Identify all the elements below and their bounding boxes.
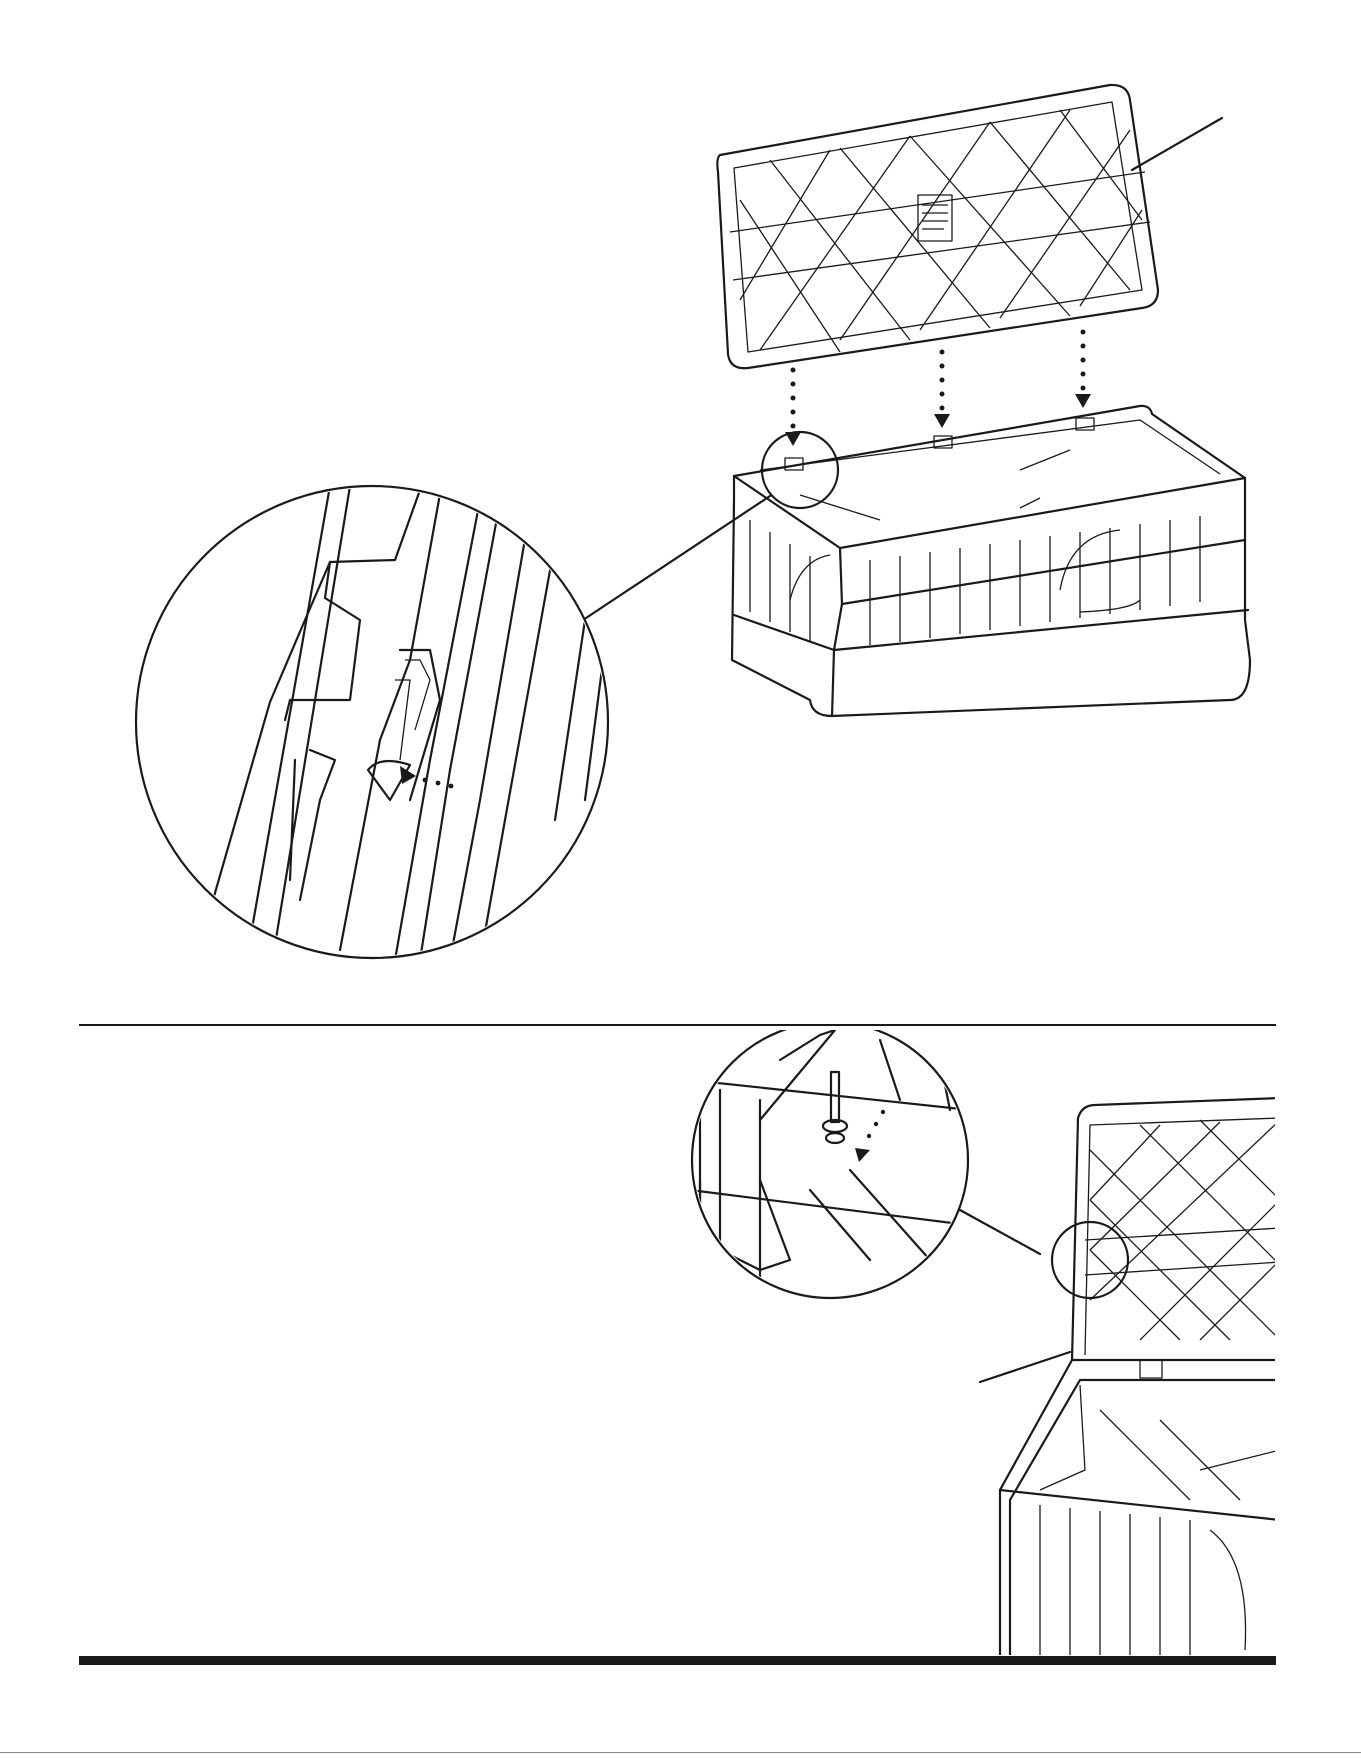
- leader-line: [580, 496, 770, 622]
- lid-icon: [717, 85, 1222, 368]
- page-footer-rule: [79, 1656, 1276, 1665]
- section-divider: [79, 1024, 1276, 1026]
- page-bottom-line: [0, 1752, 1361, 1753]
- box-base-icon: [732, 406, 1250, 716]
- pin-insert-illustration: [0, 1030, 1361, 1660]
- pin-insert-magnifier-icon: [690, 1030, 1040, 1300]
- hinge-detail-magnifier-icon: [136, 486, 620, 960]
- callout-leader: [980, 1352, 1070, 1382]
- open-box-icon: [980, 1098, 1280, 1660]
- dotted-arrow-icon: [785, 330, 1091, 447]
- lid-to-base-illustration: [0, 0, 1361, 1000]
